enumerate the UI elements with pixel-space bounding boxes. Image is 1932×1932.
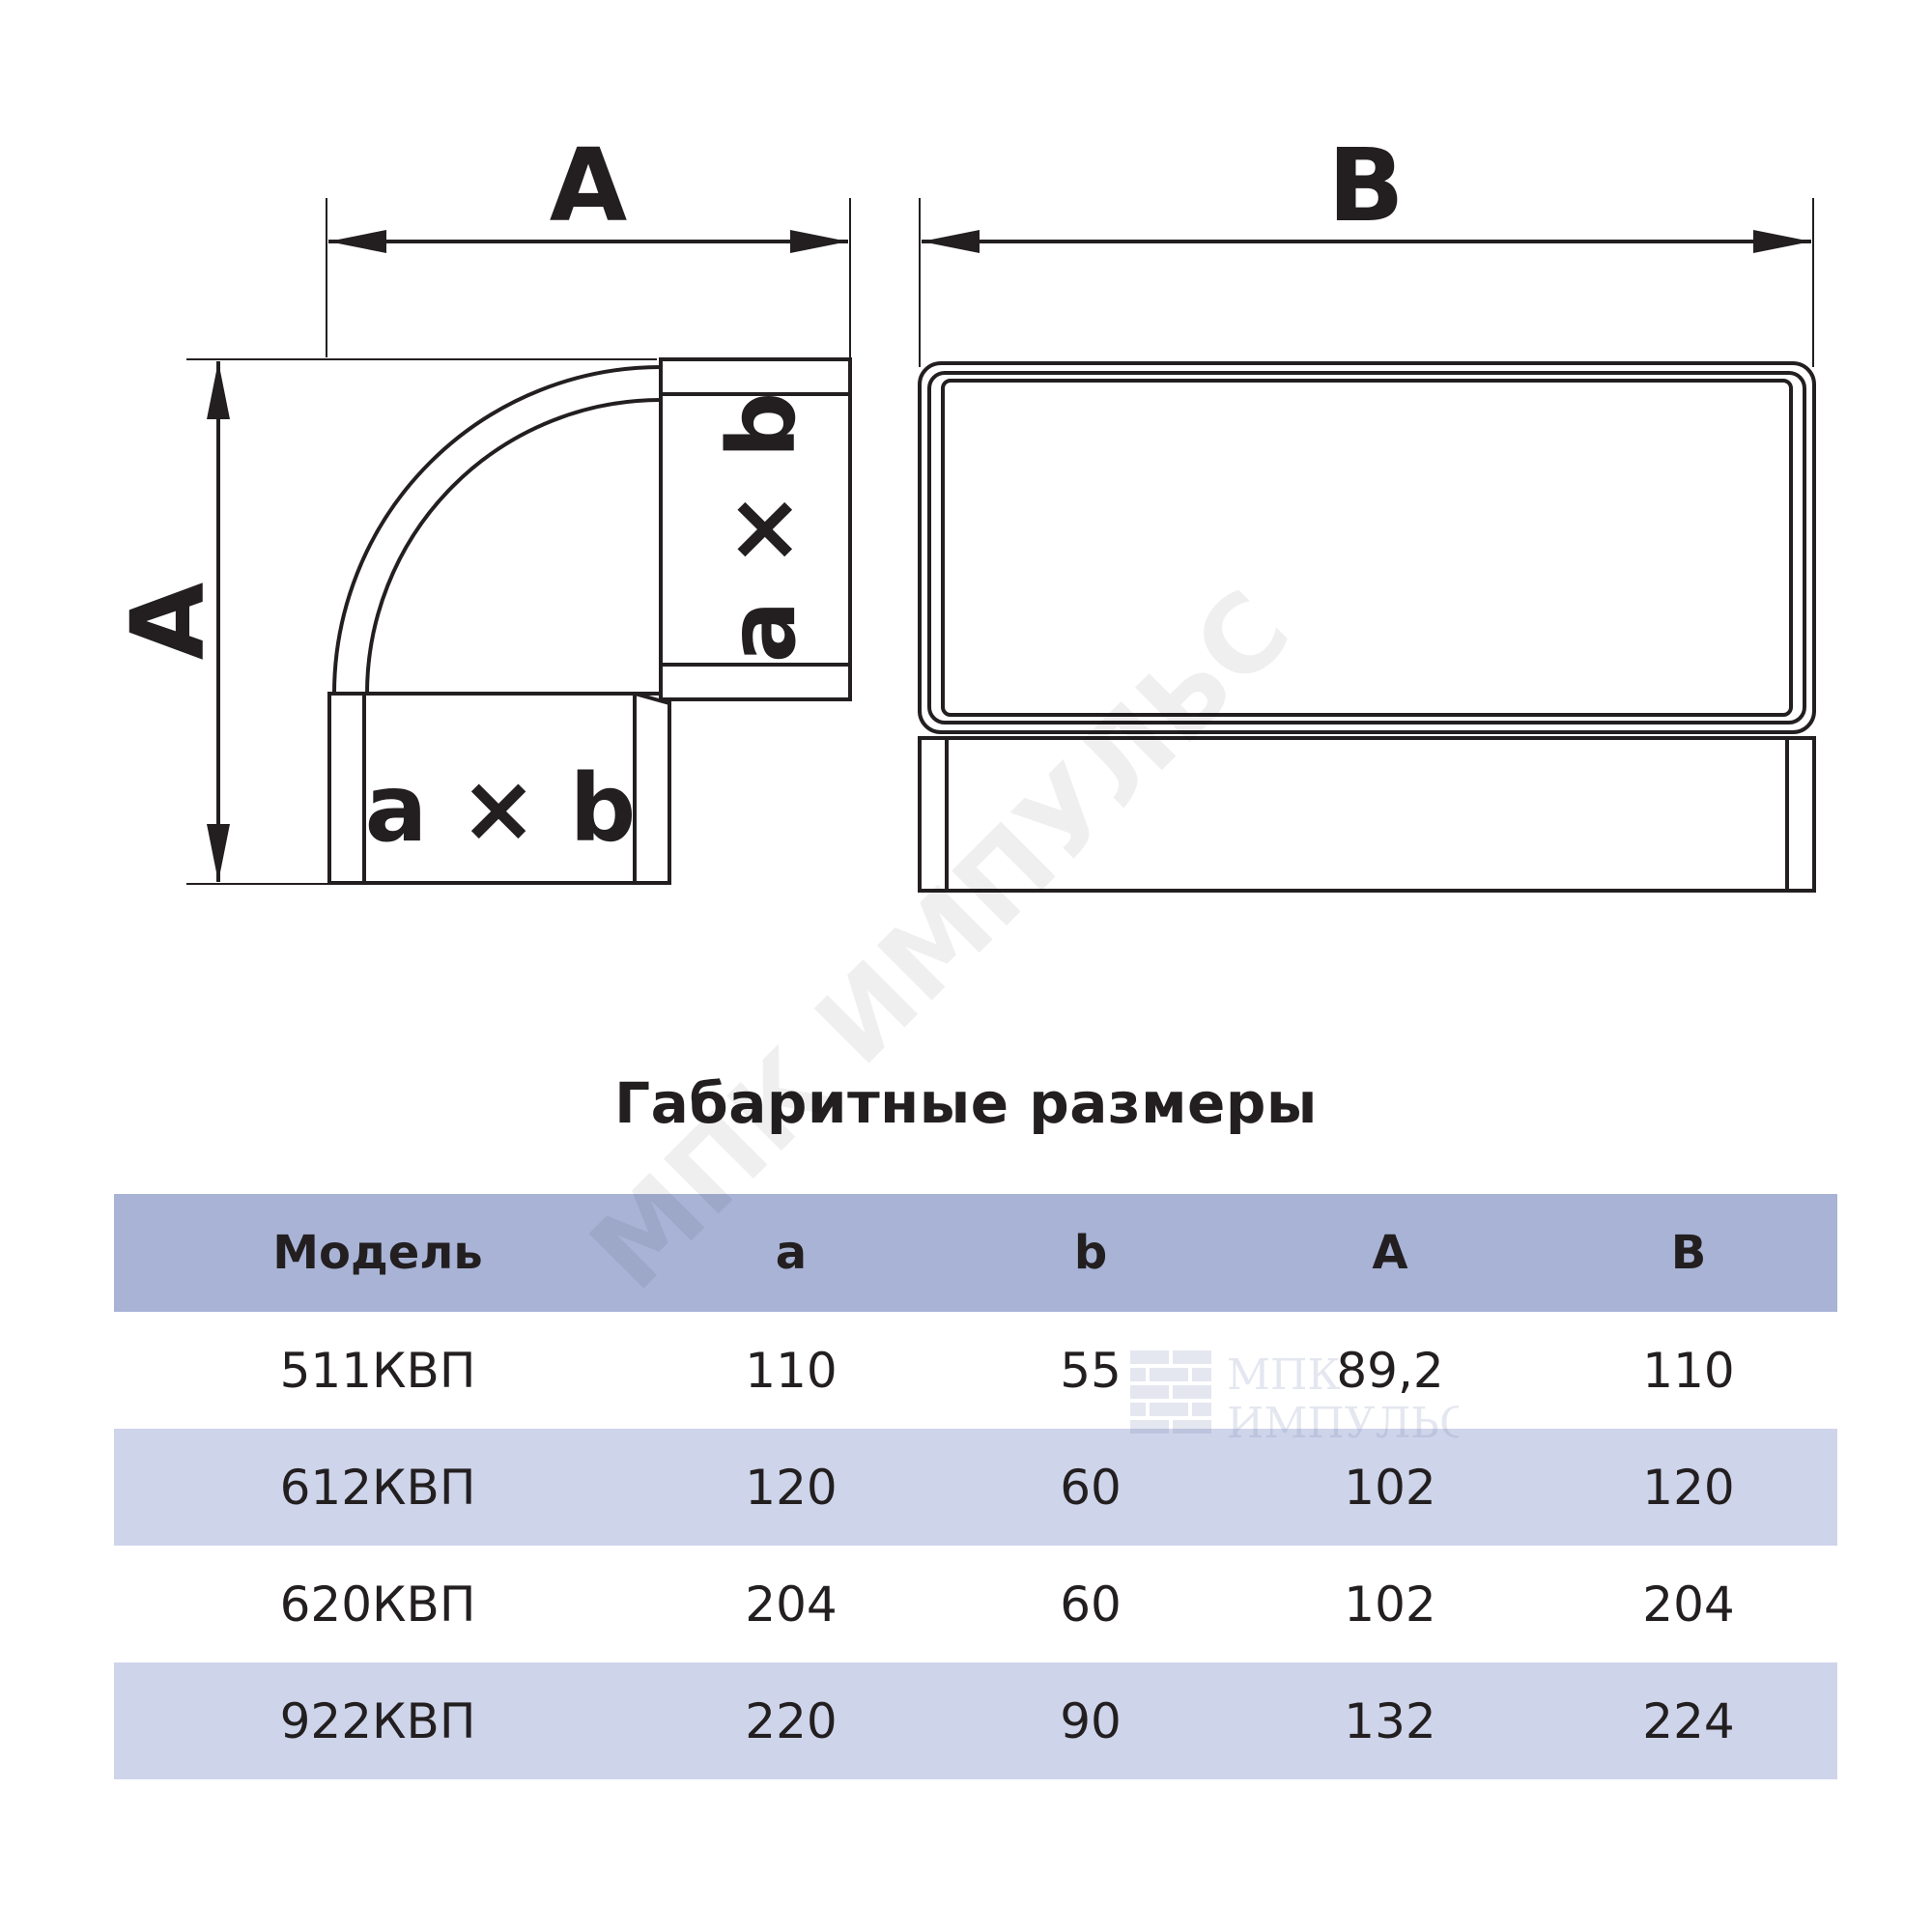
header-A: A bbox=[1372, 1226, 1408, 1280]
cell-B: 120 bbox=[1642, 1459, 1735, 1516]
cell-A: 89,2 bbox=[1336, 1342, 1444, 1399]
cell-b: 55 bbox=[1060, 1342, 1122, 1399]
cell-A: 102 bbox=[1344, 1576, 1436, 1633]
table-row: 620КВП 204 60 102 204 bbox=[114, 1546, 1837, 1662]
cell-a: 204 bbox=[745, 1576, 838, 1633]
cell-model: 612КВП bbox=[279, 1459, 476, 1516]
header-model: Модель bbox=[272, 1226, 483, 1280]
elbow-width-dimension: A bbox=[326, 127, 851, 357]
company-logo-watermark: МПК ИМПУЛЬС bbox=[1130, 1350, 1459, 1448]
cell-a: 120 bbox=[745, 1459, 838, 1516]
cell-b: 90 bbox=[1060, 1692, 1122, 1749]
straight-duct bbox=[918, 361, 1816, 893]
table-row: 511КВП 110 55 89,2 110 bbox=[114, 1312, 1837, 1429]
cell-B: 204 bbox=[1642, 1576, 1735, 1633]
elbow-side-section-label: a × b bbox=[708, 392, 816, 664]
dimensions-table: Модель a b A B 511КВП 110 55 89,2 110 61… bbox=[114, 1194, 1837, 1779]
elbow-fitting bbox=[327, 357, 852, 885]
cell-b: 60 bbox=[1060, 1576, 1122, 1633]
cell-B: 224 bbox=[1642, 1692, 1735, 1749]
straight-length-dimension: B bbox=[919, 127, 1814, 367]
cell-model: 922КВП bbox=[279, 1692, 476, 1749]
cell-a: 220 bbox=[745, 1692, 838, 1749]
logo-line-2: ИМПУЛЬС bbox=[1227, 1399, 1459, 1448]
table-row: 612КВП 120 60 102 120 bbox=[114, 1429, 1837, 1546]
header-a: a bbox=[775, 1226, 808, 1280]
elbow-bottom-section-label: a × b bbox=[365, 754, 637, 863]
brick-wall-icon bbox=[1130, 1350, 1211, 1434]
table-row: 922КВП 220 90 132 224 bbox=[114, 1662, 1837, 1779]
cell-model: 620КВП bbox=[279, 1576, 476, 1633]
elbow-width-label: A bbox=[550, 127, 628, 244]
elbow-height-dimension: A bbox=[109, 358, 657, 885]
technical-drawing: A A a × b a × b B bbox=[109, 127, 1816, 893]
cell-A: 102 bbox=[1344, 1459, 1436, 1516]
table-header-row: Модель a b A B bbox=[114, 1194, 1837, 1312]
elbow-height-label: A bbox=[109, 582, 227, 661]
logo-line-1: МПК bbox=[1227, 1350, 1340, 1400]
cell-B: 110 bbox=[1642, 1342, 1735, 1399]
header-b: b bbox=[1073, 1226, 1108, 1280]
straight-length-label: B bbox=[1327, 127, 1404, 244]
cell-model: 511КВП bbox=[279, 1342, 476, 1399]
cell-A: 132 bbox=[1344, 1692, 1436, 1749]
table-title: Габаритные размеры bbox=[614, 1070, 1318, 1136]
header-B: B bbox=[1670, 1226, 1707, 1280]
cell-b: 60 bbox=[1060, 1459, 1122, 1516]
cell-a: 110 bbox=[745, 1342, 838, 1399]
